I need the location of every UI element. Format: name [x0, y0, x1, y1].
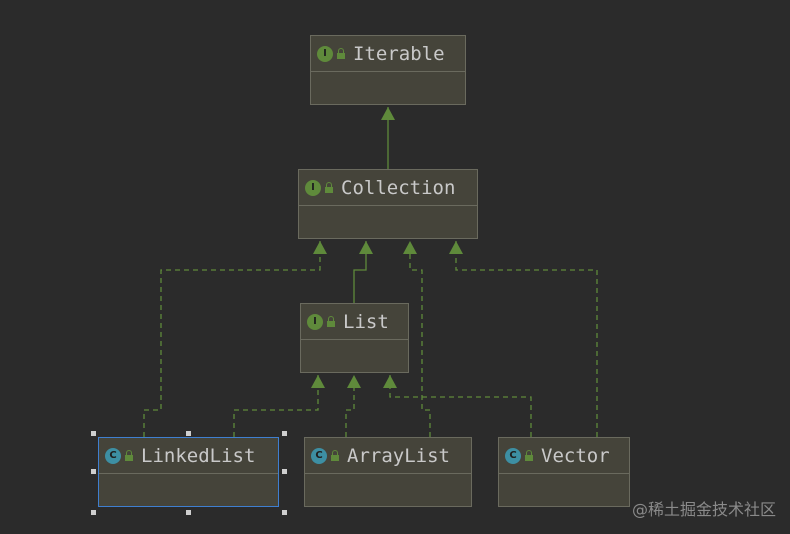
edge-vector-to-list: [389, 375, 532, 437]
list-node[interactable]: I List: [300, 303, 409, 373]
iterable-node[interactable]: I Iterable: [310, 35, 466, 105]
resize-handle-se[interactable]: [282, 510, 287, 515]
arrowhead-linkedlist-to-list: [311, 375, 325, 388]
edge-arraylist-to-list: [345, 375, 355, 437]
class-icon: C: [105, 447, 121, 464]
arrowhead-list-to-collection: [359, 241, 373, 254]
vector-node[interactable]: C Vector: [498, 437, 630, 507]
node-label: ArrayList: [347, 444, 450, 467]
arrowhead-collection-to-iterable: [381, 107, 395, 120]
resize-handle-ne[interactable]: [282, 431, 287, 436]
arraylist-node[interactable]: C ArrayList: [304, 437, 472, 507]
arrowhead-linkedlist-to-collection: [313, 241, 327, 254]
watermark: @稀土掘金技术社区: [631, 500, 776, 519]
resize-handle-e[interactable]: [282, 469, 287, 474]
collection-node[interactable]: I Collection: [298, 169, 478, 239]
class-icon: C: [311, 447, 327, 464]
resize-handle-sw[interactable]: [91, 510, 96, 515]
edge-vector-to-collection: [455, 241, 598, 437]
arrowhead-arraylist-to-list: [347, 375, 361, 388]
node-label: List: [343, 310, 389, 333]
resize-handle-s[interactable]: [186, 510, 191, 515]
public-lock-icon: [325, 181, 333, 193]
edge-linkedlist-to-list: [233, 375, 319, 437]
public-lock-icon: [125, 449, 133, 461]
resize-handle-nw[interactable]: [91, 431, 96, 436]
interface-icon: I: [307, 313, 323, 330]
node-label: LinkedList: [141, 444, 256, 467]
class-icon: C: [505, 447, 521, 464]
public-lock-icon: [331, 449, 339, 461]
arrowhead-vector-to-collection: [449, 241, 463, 254]
edge-list-to-collection: [353, 241, 367, 303]
edge-linkedlist-to-collection: [143, 241, 321, 437]
interface-icon: I: [317, 45, 333, 62]
node-label: Collection: [341, 176, 456, 199]
arrowhead-vector-to-list: [383, 375, 397, 388]
node-label: Iterable: [353, 42, 445, 65]
resize-handle-w[interactable]: [91, 469, 96, 474]
edge-arraylist-to-collection: [409, 241, 431, 437]
node-label: Vector: [541, 444, 610, 467]
public-lock-icon: [525, 449, 533, 461]
public-lock-icon: [337, 47, 345, 59]
linkedlist-node[interactable]: C LinkedList: [98, 437, 279, 507]
public-lock-icon: [327, 315, 335, 327]
interface-icon: I: [305, 179, 321, 196]
resize-handle-n[interactable]: [186, 431, 191, 436]
arrowhead-arraylist-to-collection: [403, 241, 417, 254]
